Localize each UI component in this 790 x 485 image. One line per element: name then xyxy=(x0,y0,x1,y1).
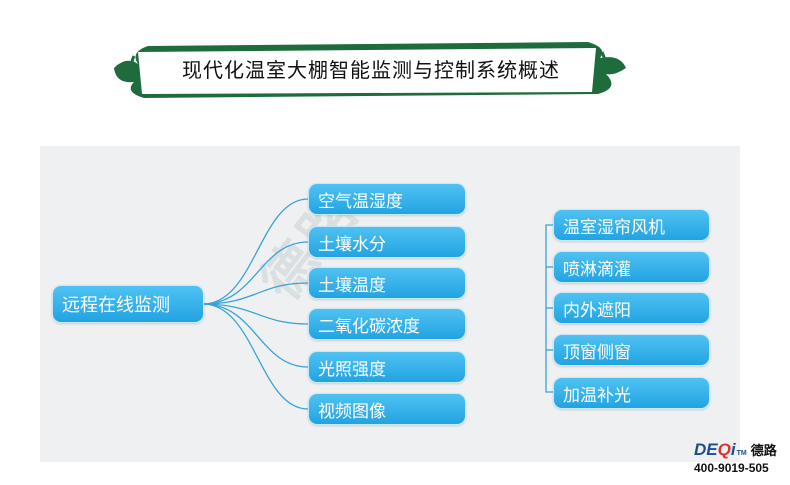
monitor-node-soil-temperature: 土壤温度 xyxy=(308,267,466,299)
monitor-node-co2: 二氧化碳浓度 xyxy=(308,308,466,340)
link-monitor-4 xyxy=(202,303,309,368)
page-title: 现代化温室大棚智能监测与控制系统概述 xyxy=(182,57,560,82)
link-monitor-2 xyxy=(202,282,309,305)
monitor-node-light: 光照强度 xyxy=(308,351,466,383)
link-monitor-5 xyxy=(202,303,309,410)
link-monitor-0 xyxy=(202,198,309,305)
logo-tm: TM xyxy=(736,450,747,457)
logo-phone-number: 400-9019-505 xyxy=(694,461,769,475)
monitor-node-video: 视频图像 xyxy=(308,393,466,425)
monitor-node-air-temp-humidity: 空气温湿度 xyxy=(308,183,466,215)
logo-chinese-name: 德路 xyxy=(750,444,777,459)
logo-brand-dot: Q xyxy=(717,440,731,459)
link-monitor-1 xyxy=(202,241,309,305)
monitor-node-soil-moisture: 土壤水分 xyxy=(308,226,466,258)
title-banner xyxy=(114,42,626,98)
control-node-spray-drip: 喷淋滴灌 xyxy=(553,251,710,283)
logo-brand-suffix: i xyxy=(730,440,736,459)
root-node-remote-monitoring: 远程在线监测 xyxy=(52,285,204,323)
link-monitor-3 xyxy=(202,303,309,325)
control-node-wet-curtain-fan: 温室湿帘风机 xyxy=(553,209,710,241)
control-node-shading: 内外遮阳 xyxy=(553,292,710,324)
control-node-heating-light: 加温补光 xyxy=(553,377,710,409)
logo-brand-prefix: DE xyxy=(694,440,718,459)
control-node-windows: 顶窗侧窗 xyxy=(553,334,710,366)
